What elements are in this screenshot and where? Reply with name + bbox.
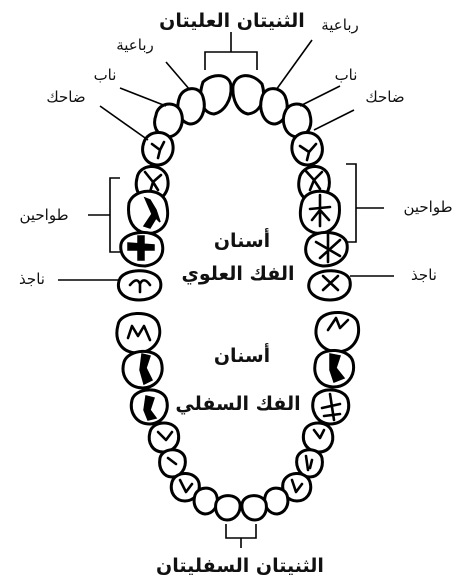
label-lower-central-incisors: الثنيتان السفليتان — [156, 555, 324, 577]
lower-lateral-incisor-right — [265, 488, 288, 514]
lower-arch-title-line1: أسنان — [214, 343, 270, 367]
label-molars-left: طواحين — [19, 206, 68, 224]
label-wisdom-tooth-right: ناجذ — [411, 266, 437, 284]
lower-jaw-teeth — [117, 312, 359, 520]
lower-central-incisor-left — [216, 496, 240, 520]
label-premolar-left: ضاحك — [46, 88, 85, 106]
upper-central-incisor-right — [233, 76, 264, 114]
label-upper-central-incisors: الثنيتان العليتان — [159, 10, 305, 32]
label-wisdom-tooth-left: ناجذ — [19, 270, 45, 288]
label-canine-left: ناب — [94, 66, 117, 84]
label-canine-right: ناب — [335, 66, 358, 84]
lower-arch-title-line2: الفك السفلي — [175, 393, 300, 415]
label-upper-lateral-incisor-right: رباعية — [321, 16, 359, 34]
label-upper-lateral-incisor-left: رباعية — [116, 36, 154, 54]
label-molars-right: طواحين — [403, 198, 452, 216]
label-premolar-right: ضاحك — [365, 88, 404, 106]
upper-arch-title-line1: أسنان — [214, 228, 270, 252]
lower-lateral-incisor-left — [194, 488, 217, 514]
lower-central-incisor-right — [242, 496, 266, 520]
upper-arch-title-line2: الفك العلوي — [181, 263, 294, 286]
